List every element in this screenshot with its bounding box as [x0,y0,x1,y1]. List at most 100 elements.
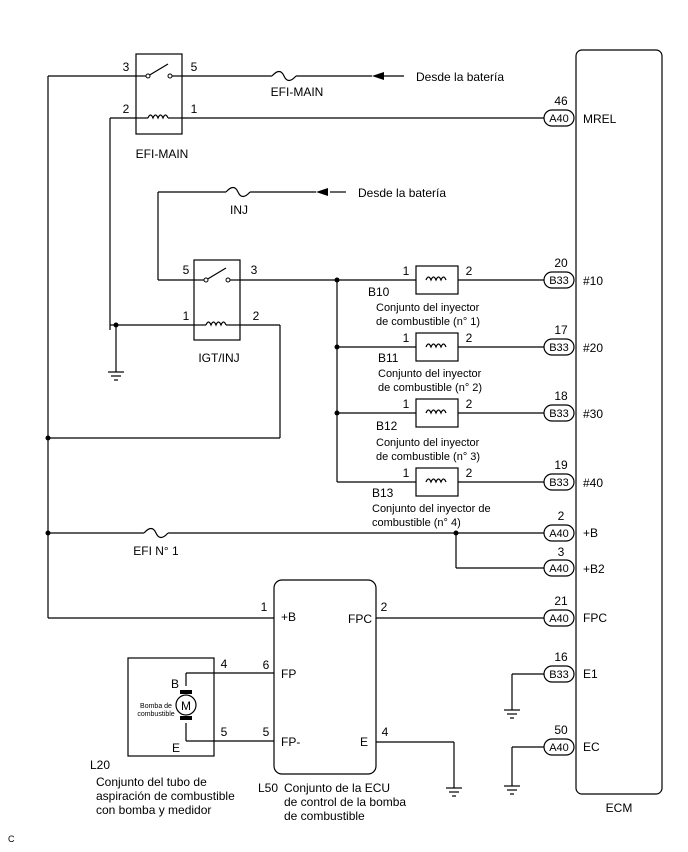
ecm-signal-e1: E1 [583,667,598,681]
conn-e1-code: B33 [549,669,569,681]
ground-icon [504,709,520,719]
pump-pin-4: 4 [221,657,228,671]
ecm-signal-30: #30 [583,407,603,421]
pump-desc-line1: Conjunto del tubo de [96,775,207,789]
fuel-pump-box [127,657,215,757]
pump-inner-label-2: combustible [137,711,174,718]
efi-main-fuse [271,70,297,82]
injector-2-desc-line2: de combustible (n° 2) [378,382,482,394]
conn-b2-pin: 3 [558,545,565,559]
conn-inj4-pin: 19 [554,458,568,472]
ecm-signal-ec: EC [583,740,600,754]
ground-icon [108,371,124,381]
conn-inj1-pin: 20 [554,256,568,270]
conn-inj3 [543,404,575,422]
efi-main-pin-3: 3 [123,60,130,74]
ecm-signal-20: #20 [583,341,603,355]
ecm-label: ECM [606,801,633,815]
conn-b2-code: A40 [549,563,569,575]
efi-no1-fuse-label: EFI N° 1 [133,544,179,558]
battery-label-2: Desde la batería [358,186,446,200]
ecm-signal-40: #40 [583,476,603,490]
conn-fpc-code: A40 [549,613,569,625]
ecm-box [575,49,663,795]
motor-symbol: M [181,699,191,713]
igt-inj-pin-2: 2 [253,309,260,323]
pump-ecu-desc-line2: de control de la bomba [284,795,406,809]
conn-inj4-code: B33 [549,477,569,489]
conn-inj2-code: B33 [549,342,569,354]
ground-icon [446,787,462,797]
igt-inj-relay [193,259,241,341]
ecm-signal-mrel: MREL [583,112,617,126]
conn-inj3-code: B33 [549,408,569,420]
igt-inj-relay-label: IGT/INJ [198,351,239,365]
injector-4-desc-line2: combustible (n° 4) [372,517,461,529]
pump-ecu-term-fpc: FPC [348,612,372,626]
conn-ec-pin: 50 [554,723,568,737]
battery-arrow-1 [372,72,384,80]
conn-inj2 [543,338,575,356]
pump-ecu-desc-line3: de combustible [284,809,365,823]
ground-icon [504,785,520,795]
pump-ecu-term-b: +B [281,610,296,624]
injector-3-pin-out: 2 [466,397,473,411]
conn-inj3-pin: 18 [554,389,568,403]
injector-3-desc-line1: Conjunto del inyector [376,437,480,449]
conn-mrel [543,109,575,127]
injector-2-code: B11 [378,351,399,365]
pump-ecu-box [273,579,377,775]
conn-inj2-pin: 17 [554,323,568,337]
injector-3-desc-line2: de combustible (n° 3) [376,451,480,463]
corner-mark: C [8,834,15,844]
pump-ecu-desc-line1: Conjunto de la ECU [284,781,390,795]
injector-2-pin-in: 1 [403,331,410,345]
injector-1-desc-line1: Conjunto del inyector [376,302,480,314]
pump-inner-label-1: Bomba de [140,703,172,710]
pump-ecu-term-fp: FP [281,667,296,681]
igt-inj-pin-1: 1 [183,309,190,323]
injector-1 [415,265,544,295]
pump-ecu-pin-6: 6 [263,658,270,672]
injector-1-code: B10 [368,285,390,299]
inj-fuse-label: INJ [230,203,248,217]
injector-2-desc-line1: Conjunto del inyector [378,368,482,380]
pump-code: L20 [90,758,110,772]
motor-icon [175,694,197,716]
ecm-signal-fpc: FPC [583,611,607,625]
pump-ecu-pin-5: 5 [263,725,270,739]
pump-term-e: E [172,741,180,755]
pump-desc-line3: con bomba y medidor [96,803,211,817]
efi-main-pin-1: 1 [191,102,198,116]
injector-4-code: B13 [372,486,394,500]
battery-arrow-2 [316,188,328,196]
injector-2-pin-out: 2 [466,331,473,345]
conn-b [543,524,575,542]
pump-ecu-term-fpm: FP- [281,735,300,749]
conn-mrel-pin: 46 [554,94,568,108]
ecm-signal-b: +B [583,526,598,540]
injector-1-desc-line2: de combustible (n° 1) [376,316,480,328]
igt-inj-pin-3: 3 [251,263,258,277]
ecm-signal-b2: +B2 [583,562,605,576]
injector-3 [337,398,544,428]
inj-fuse [225,186,251,198]
efi-main-fuse-label: EFI-MAIN [271,85,324,99]
injector-1-pin-in: 1 [403,264,410,278]
efi-main-relay-label: EFI-MAIN [136,147,189,161]
ecm-signal-10: #10 [583,274,603,288]
injector-4 [337,467,544,497]
injector-4-desc-line1: Conjunto del inyector de [372,503,491,515]
conn-b2 [543,559,575,577]
pump-ecu-pin-4: 4 [382,725,389,739]
efi-no1-fuse [143,527,169,539]
conn-b-code: A40 [549,528,569,540]
efi-main-pin-5: 5 [191,60,198,74]
igt-inj-pin-5: 5 [183,263,190,277]
conn-inj1-code: B33 [549,275,569,287]
efi-main-relay [135,53,183,135]
pump-ecu-term-e: E [360,735,368,749]
pump-pin-5: 5 [221,725,228,739]
injector-4-pin-in: 1 [403,466,410,480]
